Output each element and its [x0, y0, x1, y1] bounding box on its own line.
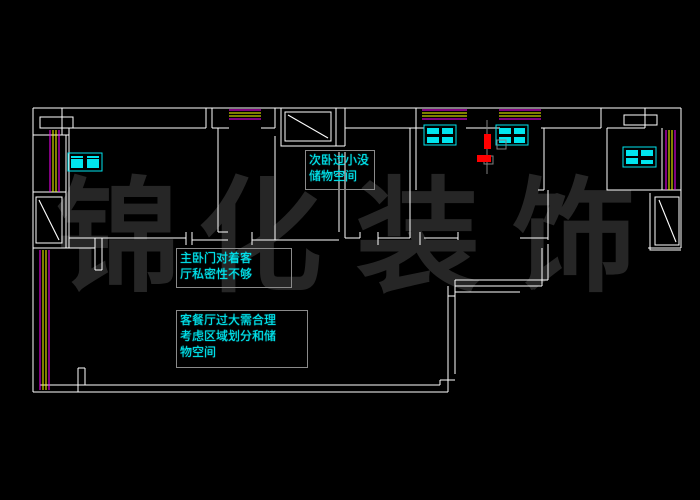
door-swing-layer [38, 114, 677, 243]
annotation-bedroom2-note[interactable]: 次卧过小没 储物空间 [305, 150, 375, 190]
wall-living-inner-step [447, 286, 455, 297]
wall-layer [32, 107, 682, 393]
wall-farright-door-inner [654, 196, 680, 246]
red-marker-lower [477, 155, 491, 162]
wall-topleft-inner [39, 116, 74, 129]
door-swing-far-right [658, 199, 677, 243]
wall-door-top-frame-outer [280, 108, 337, 147]
red-marker-upper [484, 134, 491, 149]
wall-farright-door-outer [649, 193, 681, 251]
door-swing-entry-left [38, 199, 60, 241]
annotation-master-bedroom-note[interactable]: 主卧门对着客 厅私密性不够 [176, 248, 292, 288]
window-far-right [622, 146, 657, 168]
wall-entry-door-outer [32, 192, 66, 249]
leader-box [496, 139, 507, 150]
door-swing-top-center [287, 114, 329, 139]
window-left-bedroom [67, 152, 103, 172]
wall-topleft-box [32, 108, 63, 136]
leader-layer [477, 120, 507, 174]
wall-farright-box [606, 128, 645, 191]
window-upper-right-a [423, 124, 457, 146]
window-symbol-layer [67, 124, 657, 172]
wall-entry-door-inner [35, 196, 63, 244]
annotation-living-dining-note[interactable]: 客餐厅过大需合理 考虑区域划分和储 物空间 [176, 310, 308, 368]
wall-farright-small [623, 114, 658, 126]
wall-door-top-frame-inner [284, 111, 332, 142]
glazing-layer [39, 109, 676, 390]
window-upper-right-b [495, 124, 529, 146]
